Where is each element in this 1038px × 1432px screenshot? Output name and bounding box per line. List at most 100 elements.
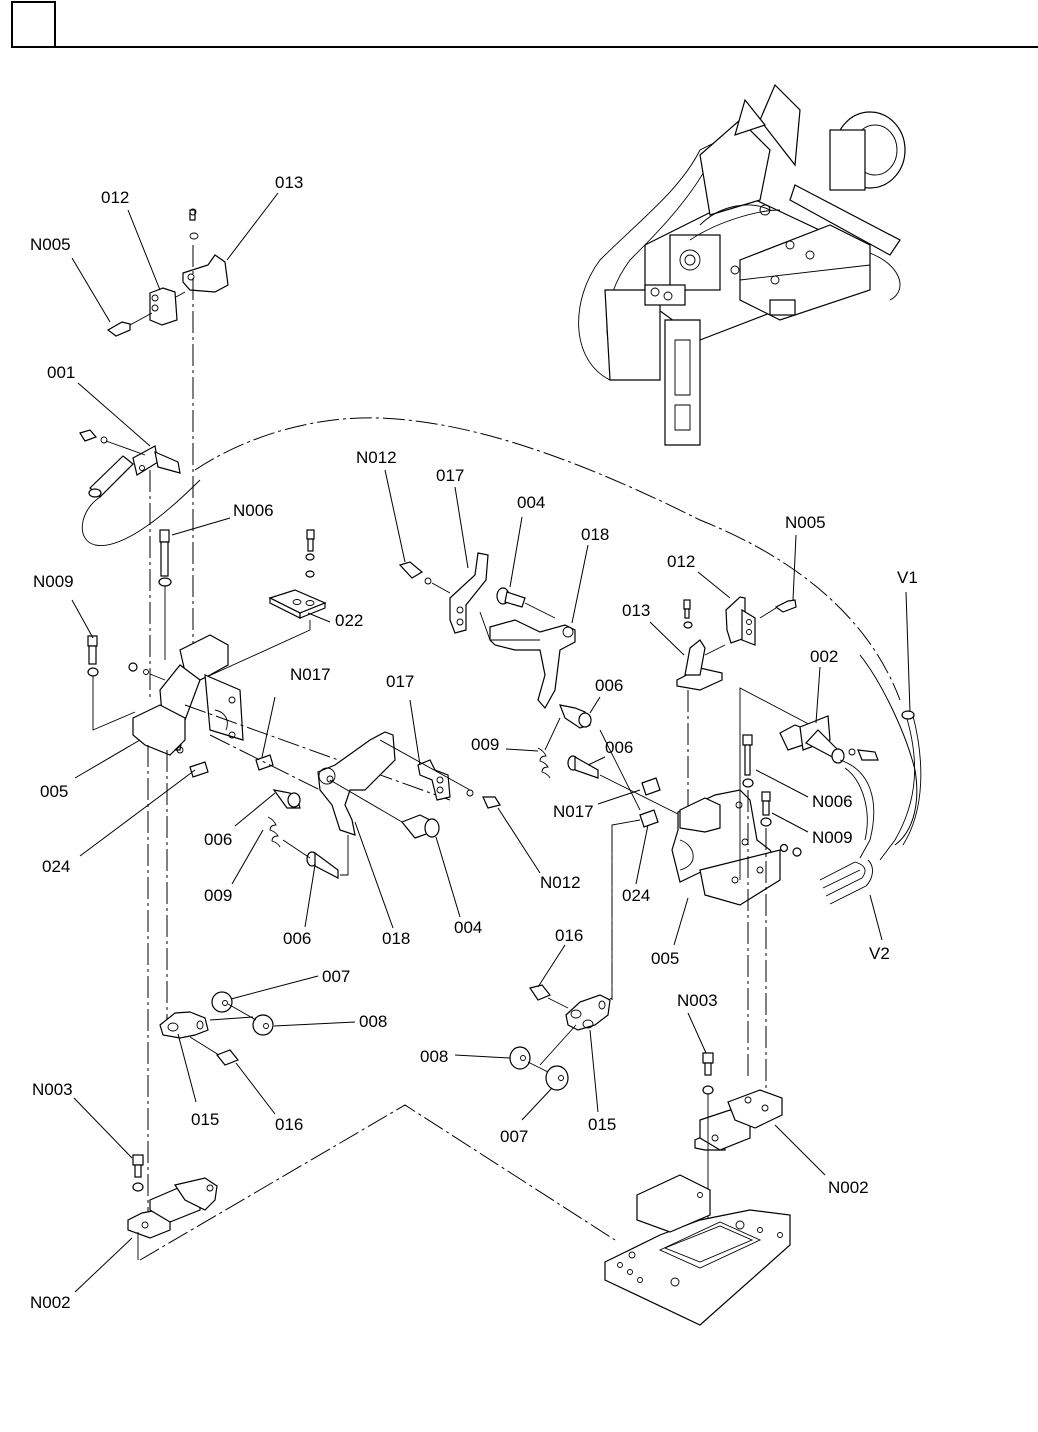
label-015-left: 015	[191, 1110, 219, 1129]
screw-n006-right	[742, 734, 754, 788]
part-018-top	[489, 619, 576, 710]
part-013-top	[182, 208, 229, 293]
block-n002-left	[127, 1177, 218, 1239]
label-024-left: 024	[42, 857, 70, 876]
part-012-top	[149, 287, 178, 326]
spring-009-right	[537, 747, 551, 779]
label-017-mid: 017	[386, 672, 414, 691]
spring-009-left	[267, 816, 281, 848]
pin-016-right	[529, 984, 551, 1001]
label-n017-left: N017	[290, 665, 331, 684]
part-012-right	[725, 596, 756, 646]
part-013-right	[676, 599, 723, 691]
screw-n009-right	[760, 791, 772, 827]
header-box	[11, 1, 56, 46]
label-022: 022	[335, 611, 363, 630]
screw-n012-top	[398, 561, 432, 585]
screw-n005-right	[774, 599, 797, 613]
label-n009-right: N009	[812, 828, 853, 847]
label-016-right: 016	[555, 926, 583, 945]
label-n006-left: N006	[233, 501, 274, 520]
label-005-right: 005	[651, 949, 679, 968]
label-024-right: 024	[622, 886, 650, 905]
label-013-top: 013	[275, 173, 303, 192]
roller-008-left	[252, 1014, 274, 1036]
part-015-right	[565, 994, 611, 1031]
label-009-right: 009	[471, 735, 499, 754]
label-015-right: 015	[588, 1115, 616, 1134]
label-016-left: 016	[275, 1115, 303, 1134]
label-012-top: 012	[101, 188, 129, 207]
part-022	[268, 529, 327, 619]
pin-006-right-upper	[559, 704, 592, 729]
part-002	[779, 715, 879, 764]
label-n009-left: N009	[33, 572, 74, 591]
screw-n006-left	[158, 529, 172, 587]
header-rule	[11, 46, 1038, 48]
assembled-unit-illustration	[578, 83, 906, 446]
label-006-left-upper: 006	[204, 830, 232, 849]
screw-n012-mid	[466, 789, 501, 809]
label-n002-right: N002	[828, 1178, 869, 1197]
label-n012-top: N012	[356, 448, 397, 467]
block-n002-right	[694, 1089, 783, 1151]
part-001	[79, 429, 181, 498]
label-009-left: 009	[204, 886, 232, 905]
assembly-boundary-line-right	[859, 654, 918, 846]
screw-n003-right	[702, 1052, 714, 1095]
label-012-right: 012	[667, 552, 695, 571]
screw-004-top	[496, 587, 526, 608]
mounting-line-left	[139, 1104, 616, 1261]
label-008-right: 008	[420, 1047, 448, 1066]
part-018-mid	[317, 731, 396, 836]
assembly-boundary-line	[194, 417, 901, 701]
pin-n017-right	[641, 777, 661, 796]
screw-n005-top	[106, 312, 153, 337]
label-006-right-lower: 006	[605, 738, 633, 757]
screw-004-mid	[401, 814, 440, 839]
label-001: 001	[47, 363, 75, 382]
pin-024-right	[639, 809, 659, 828]
label-005-left: 005	[40, 782, 68, 801]
label-n003-right: N003	[677, 991, 718, 1010]
label-018-mid: 018	[382, 929, 410, 948]
part-017-top	[449, 552, 489, 634]
label-004-mid: 004	[454, 918, 482, 937]
label-006-right-upper: 006	[595, 676, 623, 695]
roller-008-right	[509, 1046, 531, 1070]
label-007-left: 007	[322, 967, 350, 986]
screw-n003-left	[132, 1154, 144, 1192]
label-n005-top: N005	[30, 235, 71, 254]
label-004-top: 004	[517, 493, 545, 512]
label-013-right: 013	[622, 601, 650, 620]
label-n005-right: N005	[785, 513, 826, 532]
pin-006-left-lower	[306, 851, 339, 879]
part-015-left	[159, 1011, 209, 1039]
label-v2: V2	[869, 944, 890, 963]
label-n012-mid: N012	[540, 873, 581, 892]
part-005-left	[128, 634, 244, 756]
cable-v2-ends	[819, 859, 873, 905]
label-006-left-lower: 006	[283, 929, 311, 948]
roller-007-left	[211, 991, 233, 1013]
label-002: 002	[810, 647, 838, 666]
part-labels: N005 012 013 001 N006 N009 022 N012 017 …	[30, 173, 918, 1312]
part-017-mid	[417, 759, 451, 801]
leader-lines	[71, 192, 911, 1293]
label-008-left: 008	[359, 1012, 387, 1031]
pin-024-left	[189, 761, 209, 778]
label-007-right: 007	[500, 1127, 528, 1146]
label-n003-left: N003	[32, 1080, 73, 1099]
pin-016-left	[216, 1049, 239, 1066]
pin-006-right-lower	[567, 755, 599, 779]
label-018-top: 018	[581, 525, 609, 544]
screw-n009-left	[87, 635, 99, 677]
label-n017-right: N017	[553, 802, 594, 821]
label-v1: V1	[897, 568, 918, 587]
base-plate	[604, 1174, 791, 1326]
label-n006-right: N006	[812, 792, 853, 811]
label-017-top: 017	[436, 466, 464, 485]
label-n002-left: N002	[30, 1293, 71, 1312]
roller-007-right	[545, 1065, 569, 1091]
